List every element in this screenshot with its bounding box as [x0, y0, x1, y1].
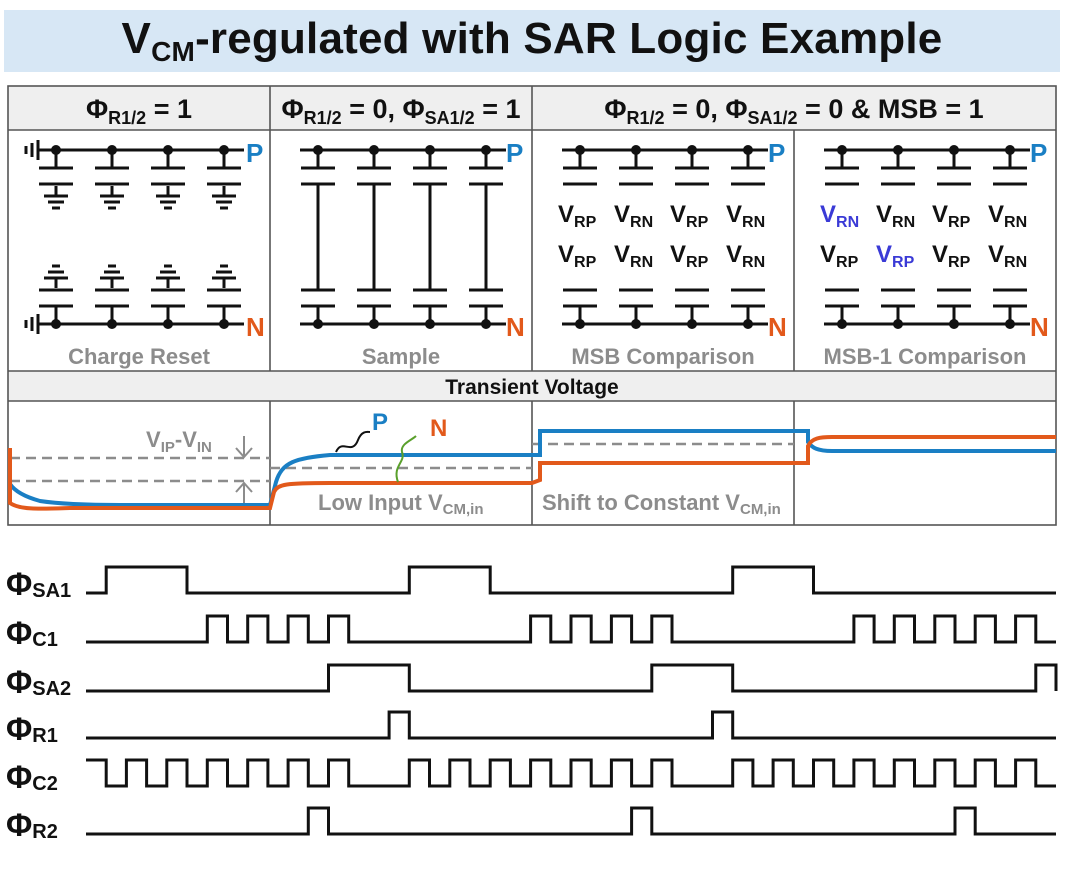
ref-voltage-msb-top: VRN	[726, 201, 765, 231]
waveform-r2	[86, 806, 1056, 836]
signal-label-r2: ΦR2	[6, 807, 58, 843]
p-rail-label: P	[246, 138, 263, 168]
signal-label-c1: ΦC1	[6, 615, 58, 651]
ref-voltage-msb1-top: VRN	[820, 201, 859, 231]
n-pointer	[395, 435, 417, 483]
n-rail-label: N	[506, 312, 525, 342]
transient-header-row	[8, 371, 1056, 401]
n-rail-label: N	[246, 312, 265, 342]
n-waveform	[8, 435, 1056, 511]
ref-voltage-msb1-bot: VRN	[988, 241, 1027, 271]
phase-header-1: ΦR1/2 = 1	[86, 94, 192, 128]
panel-label-charge_reset: Charge Reset	[68, 344, 211, 369]
transient-n-label: N	[430, 415, 447, 442]
capacitor-arrays: P N P N VRP VRP VRN VRN VRP VRP VRN VRN P N VRN VRP VRN V…	[24, 138, 1049, 342]
ref-voltage-msb1-top: VRP	[932, 201, 971, 231]
ref-voltage-msb1-bot: VRP	[876, 241, 915, 271]
ref-voltage-msb-top: VRP	[670, 201, 709, 231]
capacitor-array-4	[824, 145, 1030, 329]
capacitor-array-1	[24, 140, 244, 334]
ref-voltage-msb1-top: VRN	[876, 201, 915, 231]
vip-vin-label: VIP-VIN	[146, 427, 212, 456]
transient-p-label: P	[372, 409, 388, 436]
waveform-c1	[86, 614, 1056, 644]
signal-label-sa2: ΦSA2	[6, 664, 71, 700]
waveform-c2	[86, 758, 1056, 788]
title-bar: VCM-regulated with SAR Logic Example	[4, 10, 1060, 72]
ref-voltage-msb-bot: VRN	[726, 241, 765, 271]
ref-voltage-msb-bot: VRN	[614, 241, 653, 271]
page-title: VCM-regulated with SAR Logic Example	[121, 14, 943, 67]
p-rail-label: P	[506, 138, 523, 168]
capacitor-array-2	[300, 145, 506, 329]
waveform-sa2	[86, 663, 1058, 693]
ref-voltage-msb1-top: VRN	[988, 201, 1027, 231]
ref-voltage-msb1-bot: VRP	[820, 241, 859, 271]
ref-voltage-msb1-bot: VRP	[932, 241, 971, 271]
signal-label-r1: ΦR1	[6, 711, 58, 747]
differential-arrows	[235, 436, 253, 504]
panel-label-msb: MSB Comparison	[571, 344, 754, 369]
n-rail-label: N	[768, 312, 787, 342]
p-pointer	[335, 430, 371, 453]
panel-labels: Charge Reset Sample MSB Comparison MSB-1 Co…	[68, 344, 1026, 369]
low-input-label: Low Input VCM,in	[318, 490, 483, 518]
p-rail-label: P	[1030, 138, 1047, 168]
phase-headers: ΦR1/2 = 1 ΦR1/2 = 0, ΦSA1/2 = 1 ΦR1/2 = 0,…	[86, 94, 984, 128]
waveform-r1	[86, 710, 1056, 740]
ref-voltage-msb-bot: VRP	[558, 241, 597, 271]
waveform-sa1	[86, 565, 1056, 595]
n-rail-label: N	[1030, 312, 1049, 342]
p-rail-label: P	[768, 138, 785, 168]
ref-voltage-msb-bot: VRP	[670, 241, 709, 271]
ref-voltage-msb-top: VRN	[614, 201, 653, 231]
panel-label-msb1: MSB-1 Comparison	[824, 344, 1027, 369]
p-waveform	[8, 429, 1056, 507]
phase-header-2: ΦR1/2 = 0, ΦSA1/2 = 1	[282, 94, 521, 128]
capacitor-array-3	[562, 145, 768, 329]
signal-label-sa1: ΦSA1	[6, 566, 71, 602]
phase-header-3: ΦR1/2 = 0, ΦSA1/2 = 0 & MSB = 1	[604, 94, 983, 128]
shift-label: Shift to Constant VCM,in	[542, 490, 781, 518]
signal-label-c2: ΦC2	[6, 759, 58, 795]
transient-header: Transient Voltage	[445, 376, 619, 399]
panel-label-sample: Sample	[362, 344, 440, 369]
ref-voltage-msb-top: VRP	[558, 201, 597, 231]
